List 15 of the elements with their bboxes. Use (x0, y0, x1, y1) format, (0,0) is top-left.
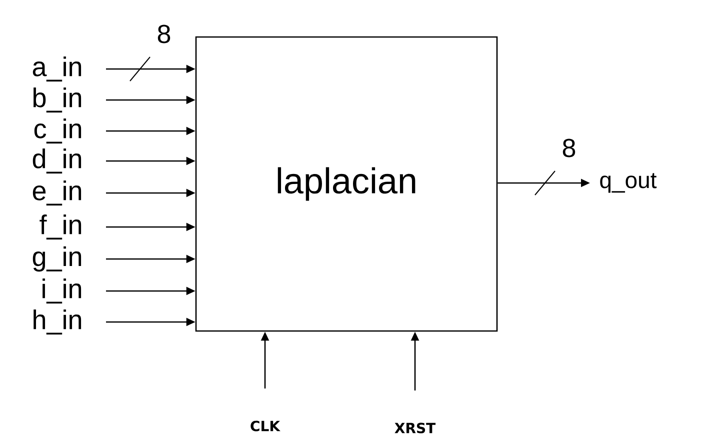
signal-label: f_in (40, 214, 82, 240)
signal-label: XRST (394, 422, 436, 434)
signal-label: c_in (34, 118, 82, 144)
signal-label: h_in (34, 310, 82, 334)
signal-label: a_in (32, 56, 82, 82)
bus-width-label: 8 (158, 24, 170, 44)
signal-label: CLK (250, 420, 280, 432)
signal-label: g_in (32, 246, 82, 272)
signal-label: e_in (32, 180, 82, 206)
bus-width-label: 8 (562, 138, 576, 158)
signal-label: b_in (34, 88, 82, 112)
signal-label: i_in (42, 278, 82, 304)
signal-label: q_out (600, 173, 657, 193)
signal-label: d_in (32, 148, 82, 174)
block-box: laplacian (195, 36, 498, 332)
